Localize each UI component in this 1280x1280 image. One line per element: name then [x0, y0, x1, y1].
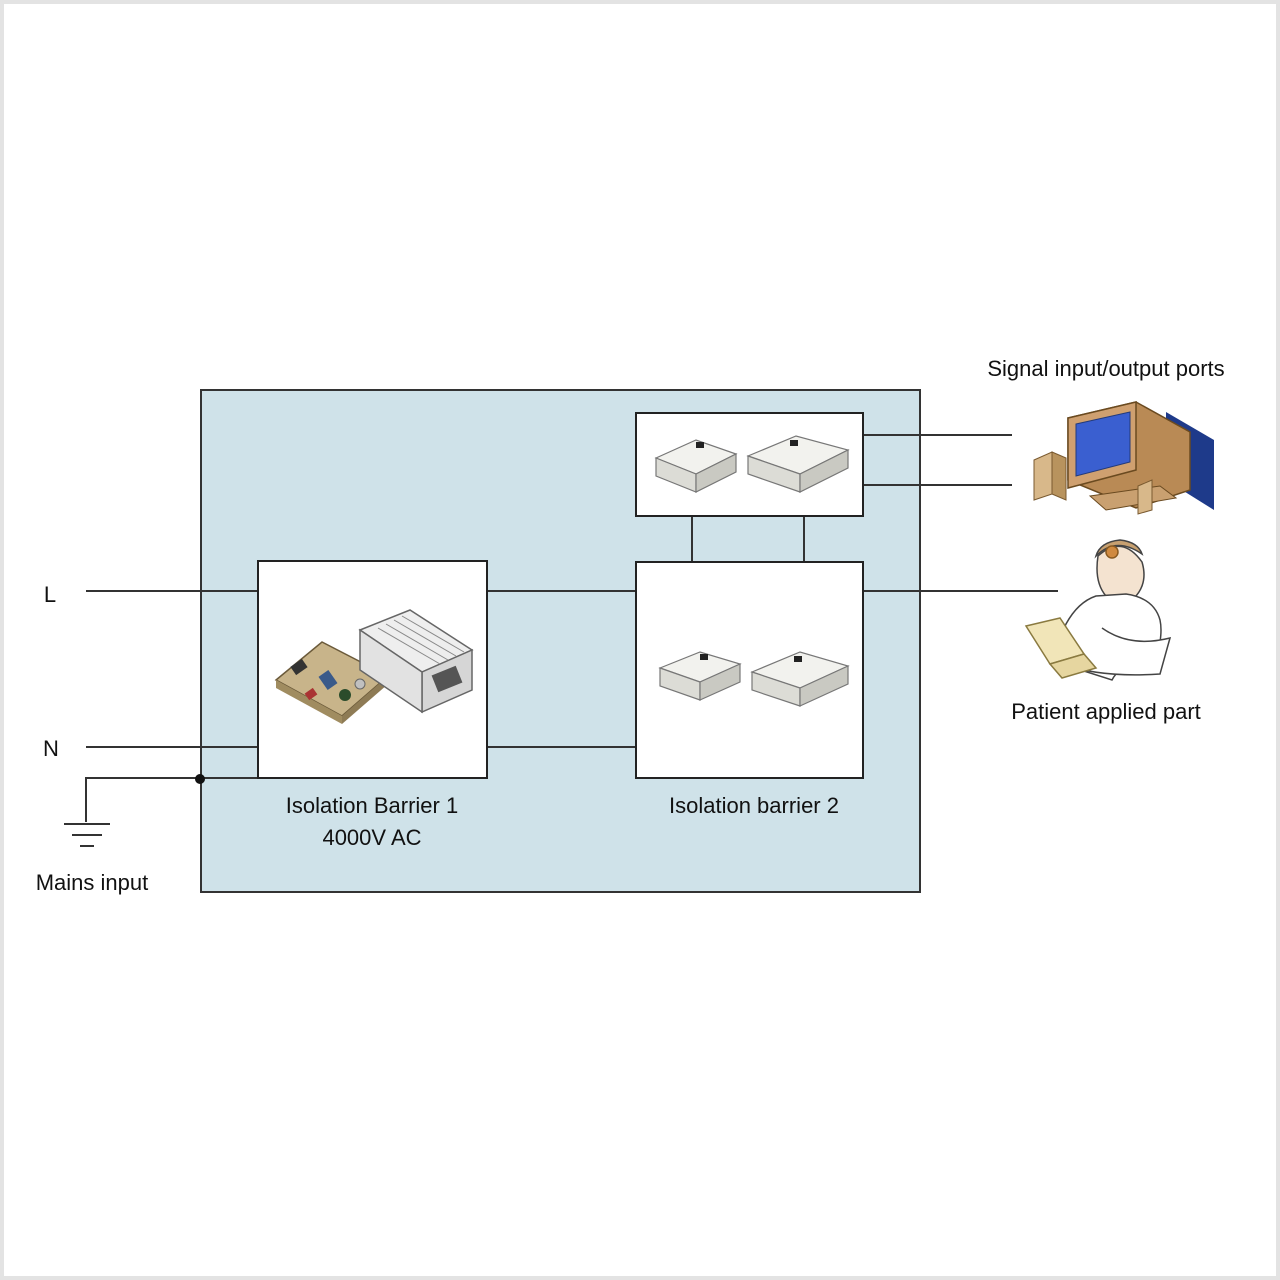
barrier1-rating-label: 4000V AC [322, 825, 421, 850]
desktop-computer-icon [1033, 401, 1214, 515]
junction-dot [195, 774, 205, 784]
patient-part-label: Patient applied part [1011, 699, 1201, 724]
ac-dc-power-supply-icon [274, 609, 474, 724]
wire-earth [85, 777, 258, 822]
dc-dc-converter-modules-icon [658, 651, 850, 707]
barrier2-label: Isolation barrier 2 [669, 793, 839, 818]
line-n-label: N [43, 736, 59, 761]
signal-ports-label: Signal input/output ports [987, 356, 1224, 381]
signal-dc-dc-converters-icon [654, 435, 850, 493]
nurse-reading-icon [1024, 539, 1172, 681]
line-l-label: L [44, 582, 56, 607]
barrier1-label: Isolation Barrier 1 [286, 793, 458, 818]
ground-symbol-icon [64, 823, 110, 847]
mains-input-label: Mains input [36, 870, 149, 895]
wiring [85, 434, 1058, 822]
